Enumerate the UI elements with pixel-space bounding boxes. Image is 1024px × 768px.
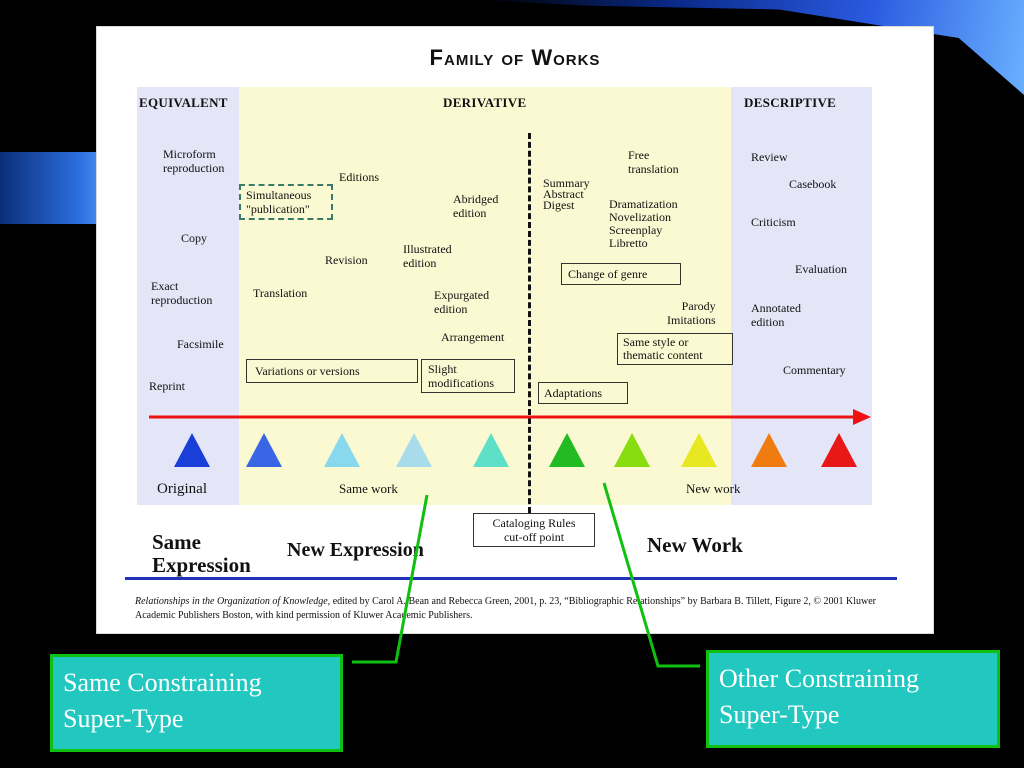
box-adaptations: Adaptations bbox=[538, 382, 628, 404]
label-same-work: Same work bbox=[339, 481, 398, 496]
item-copy: Copy bbox=[181, 231, 208, 245]
item-review: Review bbox=[751, 150, 788, 164]
triangle-4 bbox=[396, 433, 432, 467]
triangle-6 bbox=[549, 433, 585, 467]
item-free-translation: Free translation bbox=[628, 148, 679, 176]
triangle-7 bbox=[614, 433, 650, 467]
box-cataloging-rules: Cataloging Rules cut-off point bbox=[473, 513, 595, 547]
label-new-expression: New Expression bbox=[287, 539, 424, 561]
callout-same-constraining-super-type: Same Constraining Super-Type bbox=[50, 654, 343, 752]
item-expurgated-edition: Expurgated edition bbox=[434, 288, 490, 316]
triangle-2 bbox=[246, 433, 282, 467]
item-parody-imitations: Parody Imitations bbox=[667, 299, 716, 327]
label-same-expression: Same Expression bbox=[152, 530, 251, 577]
citation-book-title: Relationships in the Organization of Kno… bbox=[135, 596, 331, 607]
item-facsimile: Facsimile bbox=[177, 337, 224, 351]
item-dramatization: Dramatization Novelization Screenplay Li… bbox=[609, 197, 678, 250]
triangle-8 bbox=[681, 433, 717, 467]
citation: Relationships in the Organization of Kno… bbox=[135, 595, 905, 623]
decorative-bar-left bbox=[0, 152, 100, 224]
box-change-of-genre: Change of genre bbox=[561, 263, 681, 285]
triangle-5 bbox=[473, 433, 509, 467]
label-new-work-big: New Work bbox=[647, 533, 743, 557]
item-annotated-edition: Annotated edition bbox=[751, 301, 801, 329]
figure-title: Family of Works bbox=[429, 45, 601, 70]
item-summary-abstract-digest: Summary Abstract Digest bbox=[543, 176, 590, 212]
item-abridged-edition: Abridged edition bbox=[453, 192, 499, 220]
item-exact-reproduction: Exact reproduction bbox=[151, 279, 213, 307]
cutoff-dashed-line bbox=[528, 133, 531, 513]
divider-line bbox=[125, 577, 897, 580]
family-of-works-figure: Family of Works EQUIVALENT DERIVATIVE DE… bbox=[96, 26, 934, 634]
item-editions: Editions bbox=[339, 170, 380, 184]
item-microform: Microform reproduction bbox=[163, 147, 225, 175]
box-slight-modifications: Slight modifications bbox=[421, 359, 515, 393]
item-translation: Translation bbox=[253, 286, 308, 300]
item-evaluation: Evaluation bbox=[795, 262, 847, 276]
header-equivalent: EQUIVALENT bbox=[139, 95, 228, 110]
item-revision: Revision bbox=[325, 253, 368, 267]
header-descriptive: DESCRIPTIVE bbox=[744, 95, 837, 110]
triangle-3 bbox=[324, 433, 360, 467]
item-illustrated-edition: Illustrated edition bbox=[403, 242, 452, 270]
triangle-10 bbox=[821, 433, 857, 467]
header-derivative: DERIVATIVE bbox=[443, 95, 527, 110]
item-casebook: Casebook bbox=[789, 177, 837, 191]
item-commentary: Commentary bbox=[783, 363, 846, 377]
item-reprint: Reprint bbox=[149, 379, 185, 393]
triangle-1 bbox=[174, 433, 210, 467]
label-new-work: New work bbox=[686, 481, 741, 496]
red-continuum-arrow bbox=[149, 409, 871, 425]
item-arrangement: Arrangement bbox=[441, 330, 505, 344]
box-variations-or-versions: Variations or versions bbox=[246, 359, 418, 383]
box-same-style: Same style or thematic content bbox=[617, 333, 733, 365]
item-criticism: Criticism bbox=[751, 215, 796, 229]
label-original: Original bbox=[157, 481, 207, 497]
triangle-9 bbox=[751, 433, 787, 467]
box-simultaneous-publication: Simultaneous "publication" bbox=[239, 184, 333, 220]
callout-other-constraining-super-type: Other Constraining Super-Type bbox=[706, 650, 1000, 748]
